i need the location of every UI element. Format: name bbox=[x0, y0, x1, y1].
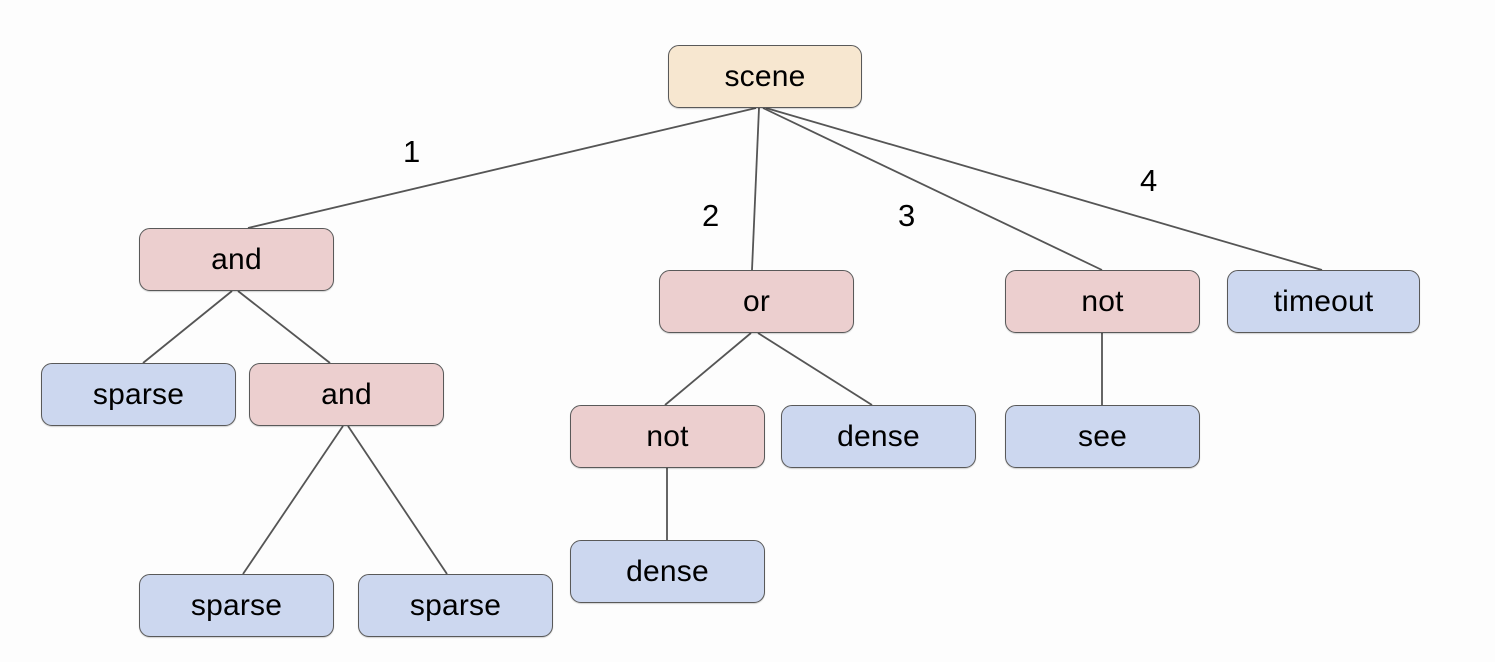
node-dense1[interactable]: dense bbox=[781, 405, 976, 468]
node-label-or1: or bbox=[742, 284, 771, 318]
edge-or1-to-dense1 bbox=[757, 332, 873, 406]
node-label-dense1: dense bbox=[837, 419, 920, 453]
edge-and2-to-sparse3 bbox=[347, 425, 448, 575]
node-timeout[interactable]: timeout bbox=[1227, 270, 1420, 333]
edge-and1-to-and2 bbox=[237, 290, 331, 364]
node-label-not2: not bbox=[1081, 284, 1124, 318]
node-label-scene: scene bbox=[724, 59, 806, 93]
node-and2[interactable]: and bbox=[249, 363, 444, 426]
edge-scene-to-not2 bbox=[762, 107, 1103, 271]
edge-label-1: 1 bbox=[403, 134, 421, 169]
node-sparse3[interactable]: sparse bbox=[358, 574, 553, 637]
node-dense2[interactable]: dense bbox=[570, 540, 765, 603]
node-not1[interactable]: not bbox=[570, 405, 765, 468]
node-label-sparse2: sparse bbox=[190, 588, 283, 622]
edge-and1-to-sparse1 bbox=[142, 290, 233, 364]
node-not2[interactable]: not bbox=[1005, 270, 1200, 333]
edge-label-3: 3 bbox=[898, 198, 916, 233]
node-label-timeout: timeout bbox=[1273, 284, 1374, 318]
node-scene[interactable]: scene bbox=[668, 45, 862, 108]
node-label-sparse1: sparse bbox=[92, 377, 185, 411]
node-label-and2: and bbox=[321, 377, 372, 411]
node-label-and1: and bbox=[211, 242, 262, 276]
node-label-not1: not bbox=[646, 419, 689, 453]
edge-scene-to-timeout bbox=[765, 107, 1323, 271]
edge-label-4: 4 bbox=[1140, 163, 1158, 198]
node-or1[interactable]: or bbox=[659, 270, 854, 333]
edge-scene-to-or1 bbox=[751, 107, 760, 271]
node-sparse1[interactable]: sparse bbox=[41, 363, 236, 426]
node-sparse2[interactable]: sparse bbox=[139, 574, 334, 637]
node-label-dense2: dense bbox=[626, 554, 709, 588]
edge-label-2: 2 bbox=[702, 198, 720, 233]
node-label-sparse3: sparse bbox=[409, 588, 502, 622]
node-label-see: see bbox=[1078, 419, 1127, 453]
node-see[interactable]: see bbox=[1005, 405, 1200, 468]
edge-scene-to-and1 bbox=[247, 107, 757, 229]
edge-or1-to-not1 bbox=[664, 332, 752, 406]
edge-and2-to-sparse2 bbox=[242, 425, 344, 575]
node-and1[interactable]: and bbox=[139, 228, 334, 291]
